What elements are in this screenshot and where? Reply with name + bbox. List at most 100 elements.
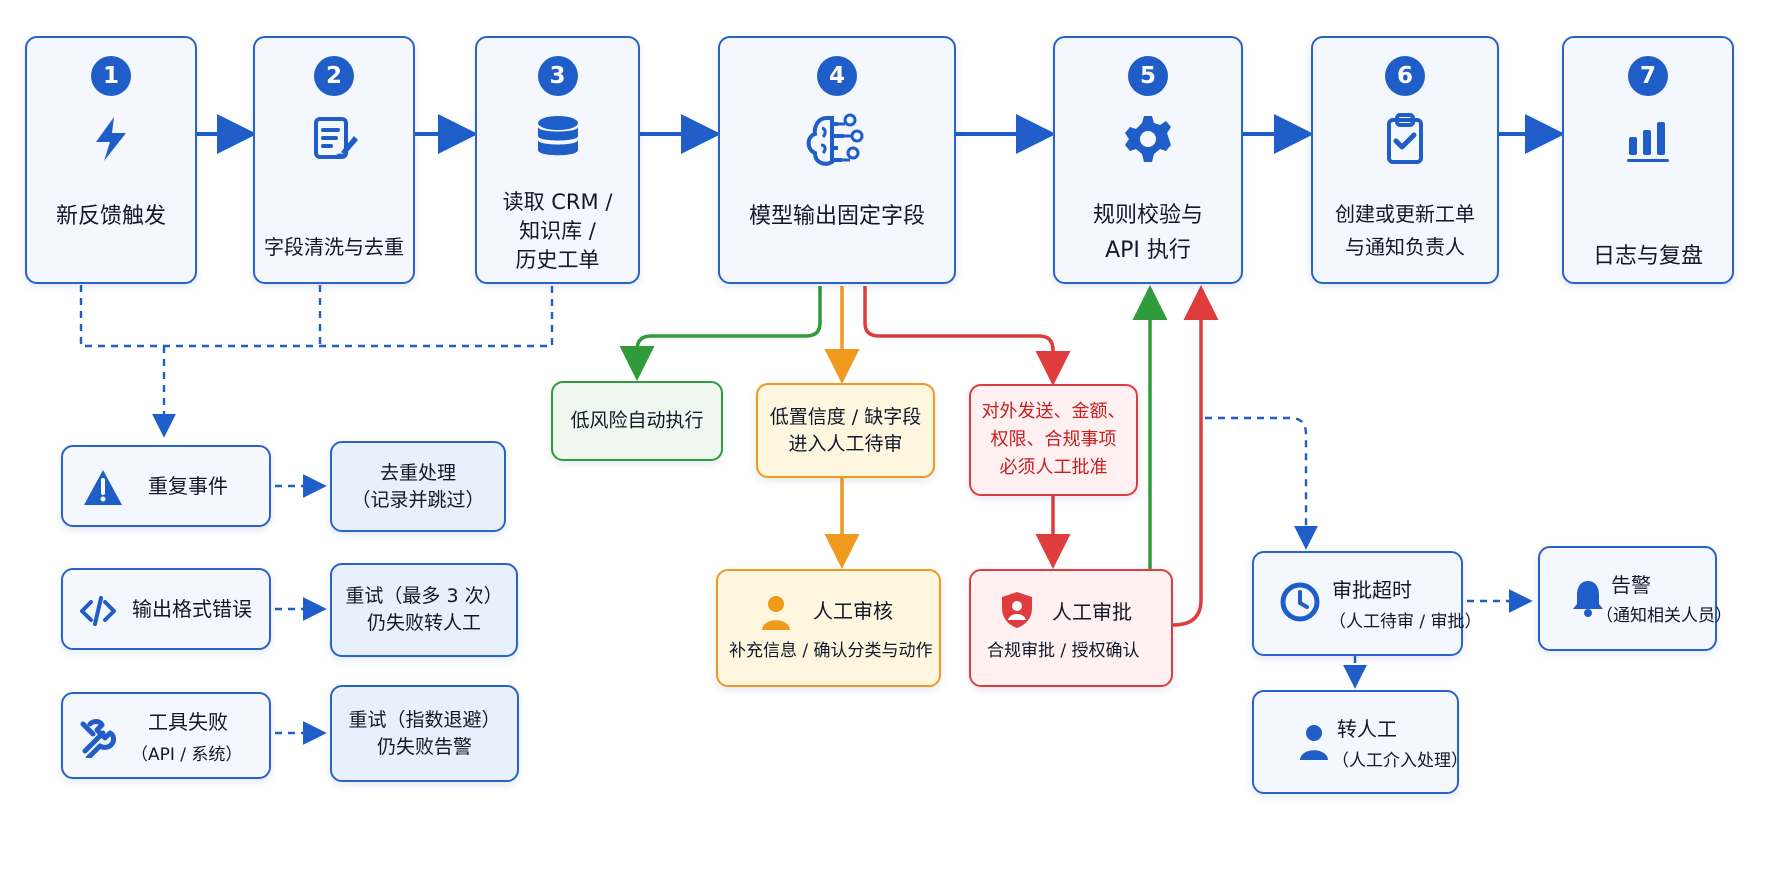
exception-result-duplicate-line-1: 去重处理 (379, 461, 456, 484)
exception-result-format-error: 重试（最多 3 次） 仍失败转人工 (330, 563, 518, 657)
step-label-7: 日志与复盘 (1572, 242, 1724, 272)
clock-icon (1279, 581, 1321, 623)
step-number-2: 2 (314, 56, 354, 96)
manual-review-subtitle: 补充信息 / 确认分类与动作 (729, 641, 933, 661)
exception-collector (79, 285, 554, 433)
exception-card-tool-failure: 工具失败 （API / 系统） (61, 692, 271, 779)
manual-approval-card: 人工审批 合规审批 / 授权确认 (969, 569, 1173, 687)
lightning-icon (84, 112, 138, 166)
timeout-link (1205, 416, 1318, 550)
step-label-1: 新反馈触发 (35, 202, 187, 232)
branch-low-risk-line-1: 低风险自动执行 (570, 409, 704, 432)
exception-result-duplicate-line-2: （记录并跳过） (351, 488, 485, 511)
person-icon (759, 594, 793, 632)
exception-result-tool-failure-line-1: 重试（指数退避） (348, 708, 501, 731)
step-number-5: 5 (1128, 56, 1168, 96)
step-label-5: 规则校验与 API 执行 (1063, 198, 1233, 268)
exception-title-format-error: 输出格式错误 (132, 597, 252, 621)
document-brush-icon (307, 112, 361, 166)
step-label-3-line-3: 历史工单 (515, 248, 600, 272)
approval-timeout-title: 审批超时 (1332, 578, 1412, 602)
step-label-6: 创建或更新工单 与通知负责人 (1321, 198, 1489, 264)
exception-result-format-error-text: 重试（最多 3 次） 仍失败转人工 (340, 583, 508, 637)
exception-title-duplicate: 重复事件 (148, 474, 228, 498)
alert-card: 告警 （通知相关人员） (1538, 546, 1732, 651)
handoff-subtitle: （人工介入处理） (1332, 751, 1468, 771)
step-card-7: 7 日志与复盘 (1562, 36, 1734, 284)
step-card-6: 6 创建或更新工单 与通知负责人 (1311, 36, 1499, 284)
branch-must-approve-arrow (863, 286, 1071, 386)
step-label-4-line-1: 模型输出固定字段 (748, 204, 925, 229)
branch-must-approve-line-1: 对外发送、金额、 (981, 401, 1126, 422)
branch-low-confidence-line-1: 低置信度 / 缺字段 (769, 405, 922, 428)
step-label-6-line-1: 创建或更新工单 (1335, 202, 1475, 226)
bell-icon (1570, 577, 1606, 619)
alert-subtitle: （通知相关人员） (1596, 606, 1732, 626)
exception-card-format-error: 输出格式错误 (61, 568, 271, 650)
step-card-2: 2 字段清洗与去重 (253, 36, 415, 284)
exception-result-tool-failure-line-2: 仍失败告警 (376, 735, 472, 758)
step-number-1: 1 (91, 56, 131, 96)
branch-low-confidence: 低置信度 / 缺字段 进入人工待审 (756, 383, 935, 478)
warning-icon (82, 467, 124, 509)
branch-must-approve: 对外发送、金额、 权限、合规事项 必须人工批准 (969, 384, 1138, 496)
approval-timeout-subtitle: （人工待审 / 审批） (1329, 612, 1482, 632)
approval-timeout-card: 审批超时 （人工待审 / 审批） (1252, 551, 1482, 656)
gear-icon (1121, 112, 1175, 166)
step-label-3: 读取 CRM / 知识库 / 历史工单 (485, 188, 630, 275)
step-label-3-line-2: 知识库 / (519, 219, 596, 243)
brain-circuit-icon (802, 110, 872, 172)
code-icon (77, 590, 119, 632)
branch-low-risk-text: 低风险自动执行 (561, 408, 713, 435)
step-label-4: 模型输出固定字段 (728, 202, 946, 232)
step-card-4: 4 模型输出固定字段 (718, 36, 956, 284)
manual-approval-subtitle: 合规审批 / 授权确认 (987, 641, 1140, 661)
branch-low-confidence-line-2: 进入人工待审 (788, 432, 903, 455)
exception-result-tool-failure: 重试（指数退避） 仍失败告警 (330, 685, 519, 782)
alert-title: 告警 (1611, 573, 1651, 597)
step-number-3: 3 (537, 56, 578, 96)
step-label-7-line-1: 日志与复盘 (1592, 244, 1703, 269)
shield-person-icon (999, 590, 1035, 630)
handoff-card: 转人工 （人工介入处理） (1252, 690, 1468, 794)
clipboard-check-icon (1378, 112, 1432, 166)
step-label-3-line-1: 读取 CRM / (502, 190, 613, 214)
exception-title-tool-failure: 工具失败 (148, 710, 228, 734)
manual-review-title: 人工审核 (813, 599, 893, 623)
person-icon (1296, 722, 1332, 764)
branch-low-confidence-text: 低置信度 / 缺字段 进入人工待审 (766, 404, 925, 458)
handoff-title: 转人工 (1337, 717, 1397, 741)
exception-result-duplicate-text: 去重处理 （记录并跳过） (340, 460, 496, 514)
step-number-7: 7 (1628, 56, 1668, 96)
step-label-5-line-2: API 执行 (1105, 238, 1191, 263)
database-icon (531, 112, 585, 166)
step-label-6-line-2: 与通知负责人 (1345, 235, 1465, 259)
step-card-1: 1 新反馈触发 (25, 36, 197, 284)
step-card-3: 3 读取 CRM / 知识库 / 历史工单 (475, 36, 640, 284)
manual-approval-to-rule-check (1172, 285, 1219, 627)
branch-must-approve-line-2: 权限、合规事项 (990, 429, 1117, 450)
exception-result-tool-failure-text: 重试（指数退避） 仍失败告警 (340, 707, 509, 761)
step-label-5-line-1: 规则校验与 (1092, 203, 1203, 228)
step-number-6: 6 (1385, 56, 1425, 96)
exception-result-format-error-line-1: 重试（最多 3 次） (345, 585, 503, 607)
manual-approval-title: 人工审批 (1052, 600, 1132, 624)
bar-chart-icon (1621, 112, 1675, 166)
tools-icon (78, 716, 120, 761)
step-label-2-line-1: 字段清洗与去重 (264, 235, 404, 259)
step-number-4: 4 (817, 56, 857, 96)
step-card-5: 5 规则校验与 API 执行 (1053, 36, 1243, 284)
manual-review-card: 人工审核 补充信息 / 确认分类与动作 (716, 569, 941, 687)
branch-low-risk: 低风险自动执行 (551, 381, 723, 461)
branch-low-risk-arrow (619, 286, 822, 381)
exception-result-duplicate: 去重处理 （记录并跳过） (330, 441, 506, 532)
branch-must-approve-text: 对外发送、金额、 权限、合规事项 必须人工批准 (979, 398, 1128, 482)
exception-subtitle-tool-failure: （API / 系统） (131, 745, 243, 765)
exception-card-duplicate: 重复事件 (61, 445, 271, 527)
exception-result-format-error-line-2: 仍失败转人工 (366, 612, 481, 634)
step-label-2: 字段清洗与去重 (263, 232, 405, 262)
step-label-1-line-1: 新反馈触发 (55, 204, 166, 229)
branch-must-approve-line-3: 必须人工批准 (999, 457, 1108, 478)
